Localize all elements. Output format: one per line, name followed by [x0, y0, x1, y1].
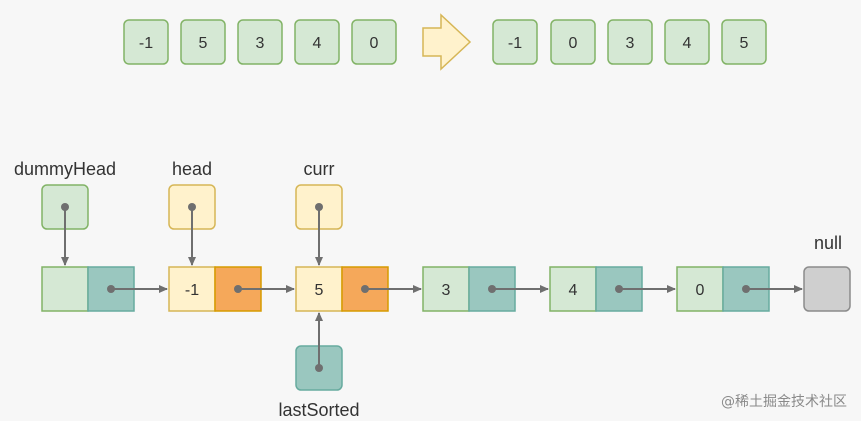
after-cell: 0 [550, 19, 596, 65]
dummyhead-label: dummyHead [14, 159, 116, 179]
before-cell-value: -1 [139, 35, 153, 52]
transform-arrow-icon [422, 13, 472, 71]
before-cell: 5 [180, 19, 226, 65]
node-value: 0 [696, 282, 705, 299]
before-cell: 0 [351, 19, 397, 65]
before-cell: -1 [123, 19, 169, 65]
before-cell-value: 3 [256, 35, 265, 52]
null-label: null [814, 233, 842, 253]
null-node [803, 266, 851, 312]
after-cell: 5 [721, 19, 767, 65]
before-cell: 4 [294, 19, 340, 65]
edges [61, 207, 803, 368]
node-value: 4 [569, 282, 578, 299]
after-cell-value: 3 [626, 35, 635, 52]
before-cell-value: 4 [313, 35, 322, 52]
lastsorted-label: lastSorted [278, 400, 359, 420]
before-cell-value: 5 [199, 35, 208, 52]
before-cell-value: 0 [370, 35, 379, 52]
curr-label: curr [304, 159, 335, 179]
after-cell: 3 [607, 19, 653, 65]
after-cell-value: -1 [508, 35, 522, 52]
after-cell: 4 [664, 19, 710, 65]
after-cell-value: 4 [683, 35, 692, 52]
before-array: -1 5 3 4 0 [123, 19, 397, 65]
node-value: -1 [185, 282, 199, 299]
after-array: -1 0 3 4 5 [492, 19, 767, 65]
head-label: head [172, 159, 212, 179]
node-value: 3 [442, 282, 451, 299]
before-cell: 3 [237, 19, 283, 65]
after-cell: -1 [492, 19, 538, 65]
after-cell-value: 5 [740, 35, 749, 52]
after-cell-value: 0 [569, 35, 578, 52]
watermark: @稀土掘金技术社区 [721, 394, 847, 410]
node-value: 5 [315, 282, 324, 299]
